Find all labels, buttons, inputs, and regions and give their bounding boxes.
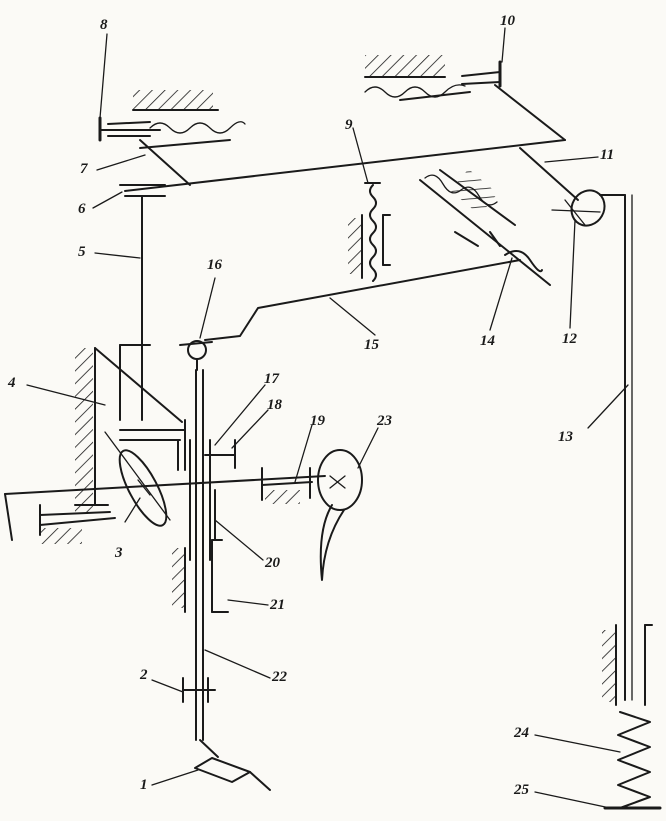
frame-4 [75, 347, 186, 513]
label-8: 8 [100, 17, 108, 33]
label-20: 20 [265, 555, 280, 571]
label-18: 18 [267, 397, 282, 413]
label-23: 23 [377, 413, 392, 429]
label-10: 10 [500, 13, 515, 29]
label-9: 9 [345, 117, 353, 133]
label-21: 21 [270, 597, 285, 613]
label-25: 25 [514, 782, 529, 798]
bearing-6 [119, 184, 166, 197]
top-right-support-10 [364, 55, 502, 101]
label-7: 7 [80, 161, 88, 177]
spring-9 [348, 182, 391, 282]
main-horizontal-shaft [4, 475, 326, 544]
label-5: 5 [78, 244, 86, 260]
pivot-16 [179, 340, 213, 371]
main-upper-beam [124, 84, 566, 192]
label-3: 3 [115, 545, 123, 561]
pivot-12 [551, 189, 626, 227]
label-11: 11 [600, 147, 615, 163]
label-16: 16 [207, 257, 222, 273]
vertical-shaft-22 [189, 369, 216, 741]
rod-5 [119, 195, 151, 421]
guide-sleeve [602, 624, 653, 706]
support-21 [172, 539, 229, 613]
lever-15 [204, 259, 521, 341]
top-left-support-8 [98, 90, 246, 149]
bearing-19 [261, 467, 313, 504]
label-15: 15 [364, 337, 379, 353]
label-17: 17 [264, 371, 279, 387]
label-12: 12 [562, 331, 577, 347]
inclined-guide-14 [419, 169, 551, 286]
label-19: 19 [310, 413, 325, 429]
collar-2 [182, 677, 216, 703]
label-1: 1 [140, 777, 148, 793]
label-6: 6 [78, 201, 86, 217]
cam-3 [104, 431, 171, 527]
label-24: 24 [514, 725, 529, 741]
label-4: 4 [8, 375, 16, 391]
link-11 [519, 147, 579, 201]
rod-13 [624, 194, 633, 701]
label-14: 14 [480, 333, 495, 349]
rod-7 [139, 139, 191, 186]
label-2: 2 [140, 667, 148, 683]
label-22: 22 [272, 669, 287, 685]
leader-lines [26, 27, 629, 809]
spring-24 [617, 711, 651, 809]
pedal-1 [194, 739, 271, 791]
cam-23 [317, 449, 363, 581]
label-13: 13 [558, 429, 573, 445]
